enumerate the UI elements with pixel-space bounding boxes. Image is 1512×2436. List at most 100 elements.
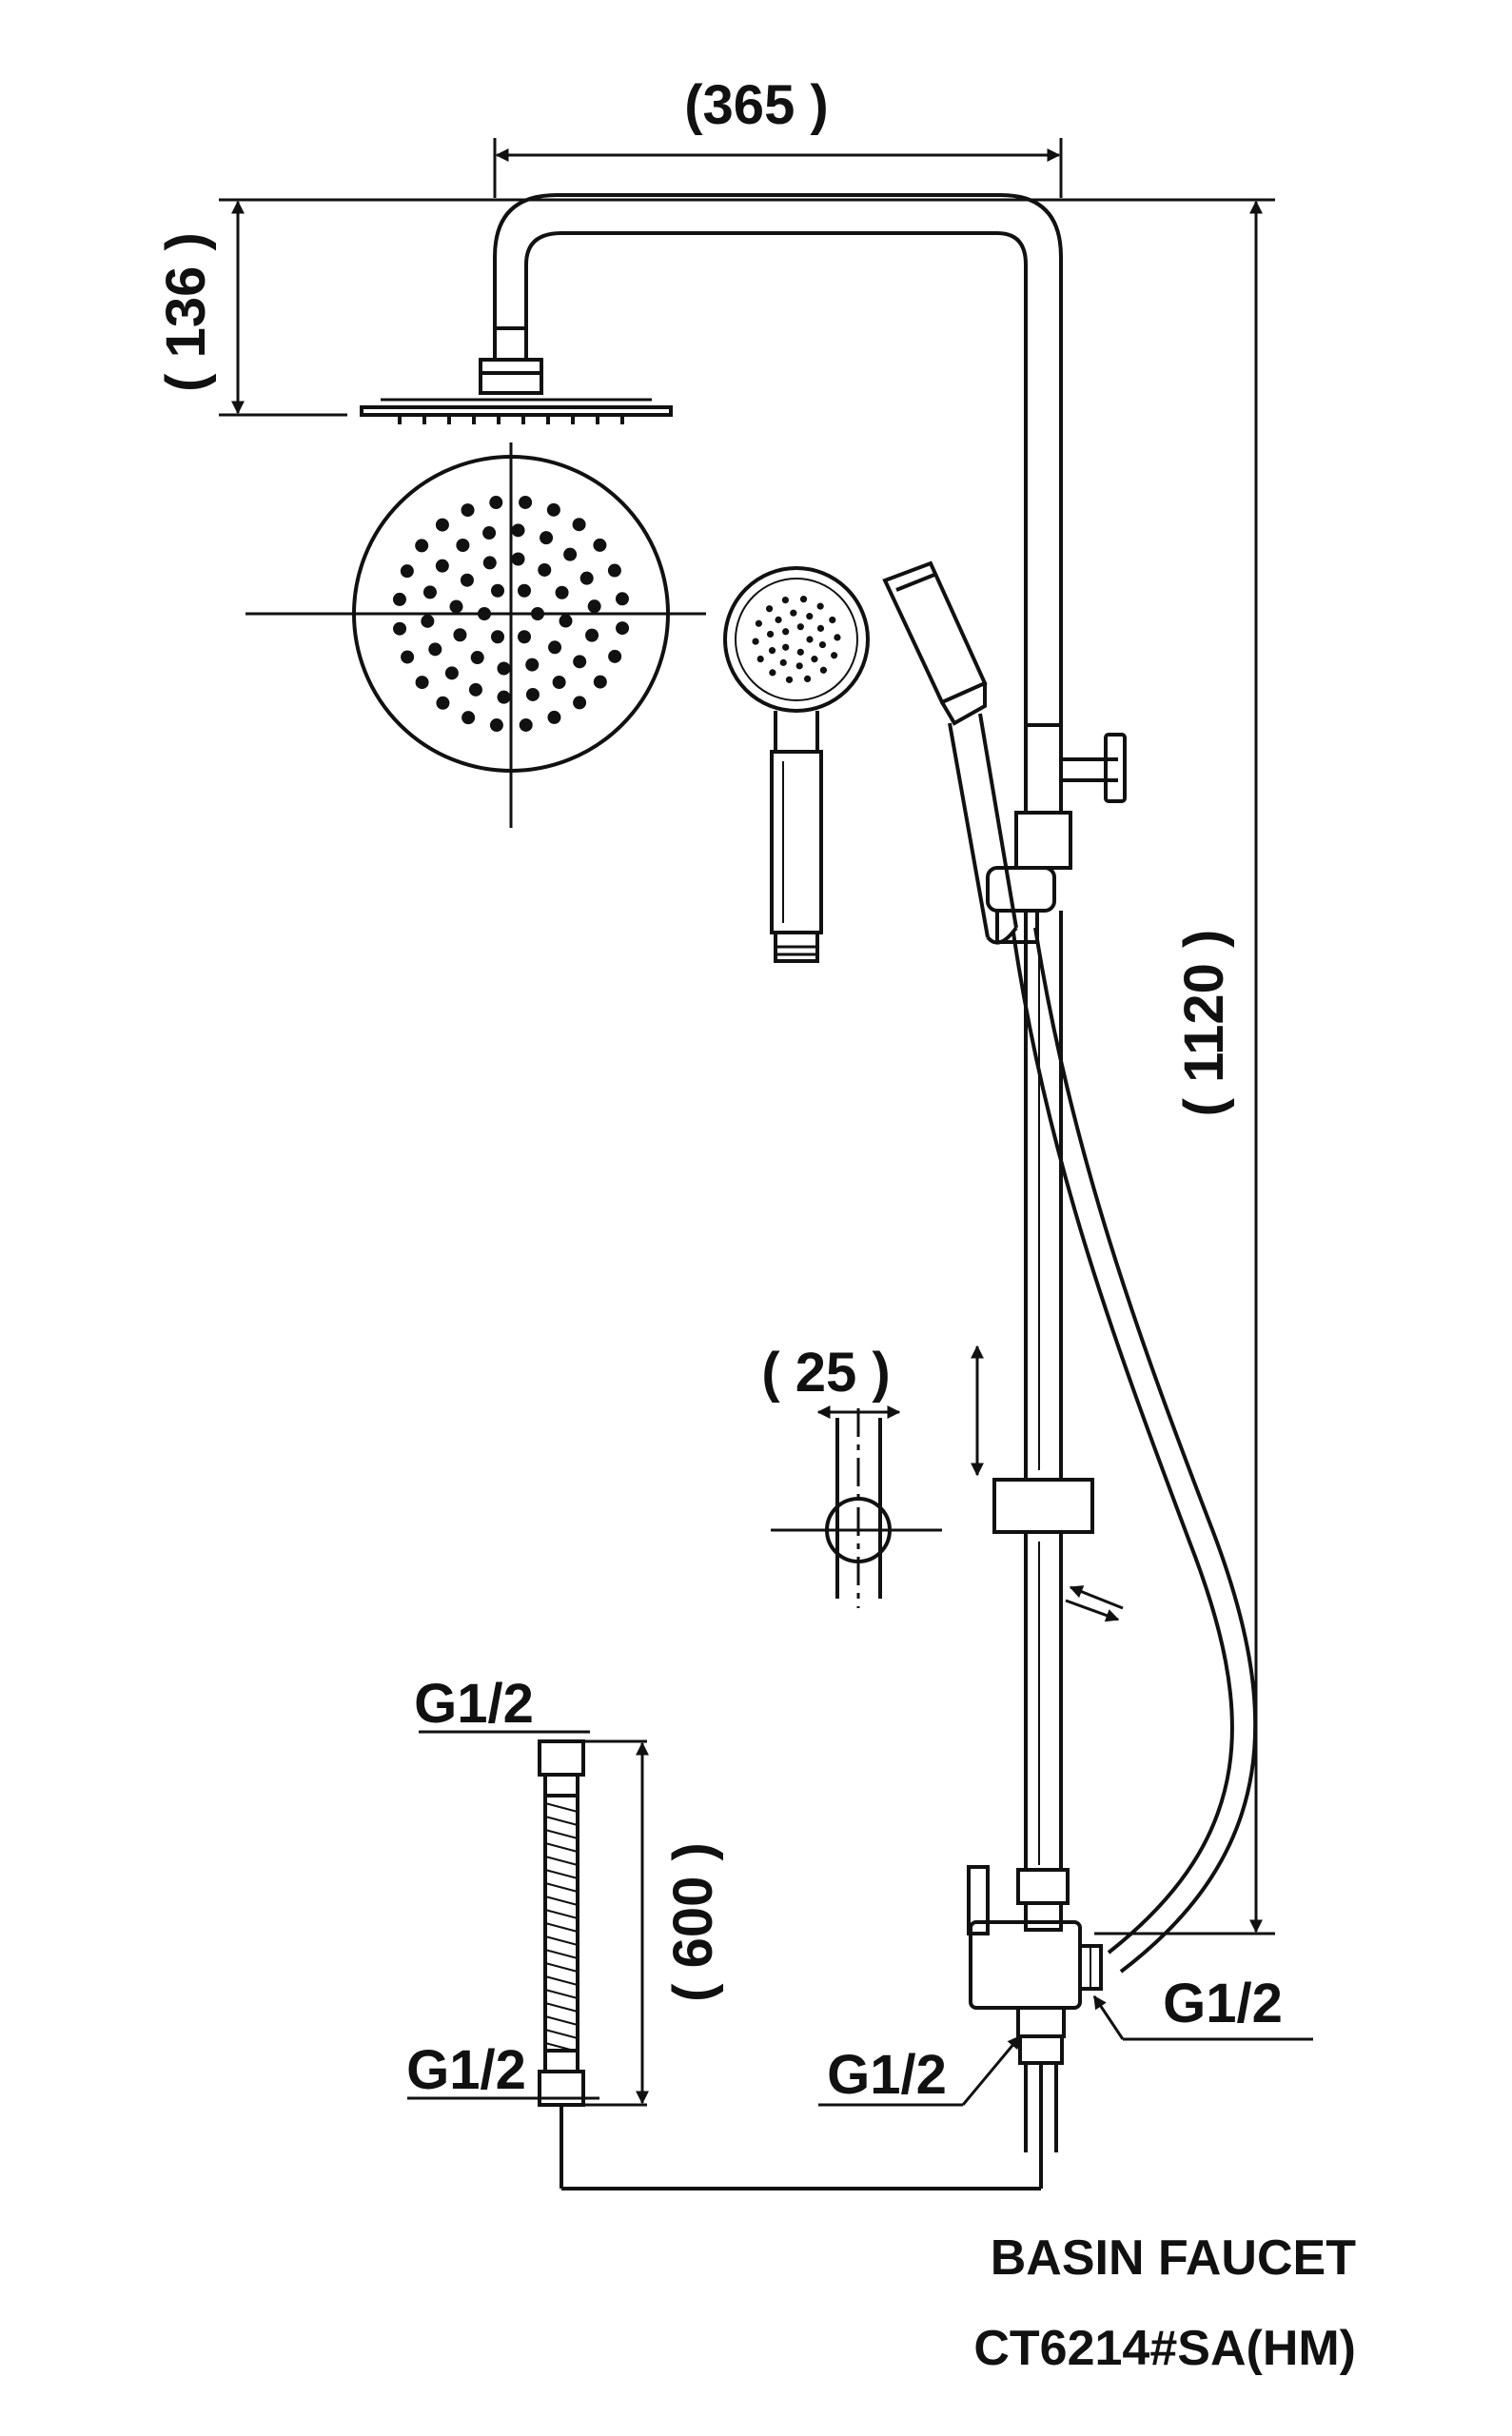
- dimension-25: ( 25 ): [761, 1342, 890, 1404]
- braid-line: [544, 1816, 579, 1826]
- hand-shower-front-view: [723, 566, 870, 963]
- bar-section-detail: [771, 1405, 942, 1608]
- spray-hole: [806, 636, 814, 643]
- spray-hole: [608, 649, 622, 663]
- braid-line: [544, 1882, 579, 1893]
- spray-hole: [393, 621, 407, 636]
- spray-hole: [766, 630, 775, 638]
- spray-hole: [482, 556, 497, 570]
- spray-hole: [593, 675, 607, 689]
- braid-line: [544, 2002, 579, 2013]
- spray-hole: [816, 624, 825, 632]
- spray-hole: [799, 596, 808, 603]
- shower-hose: [1011, 927, 1258, 1974]
- braid-line: [544, 1909, 579, 1919]
- spray-hole: [756, 655, 764, 663]
- spray-hole: [769, 669, 776, 677]
- spray-hole: [795, 662, 803, 670]
- spray-hole: [546, 502, 560, 517]
- spray-hole: [540, 531, 554, 545]
- spray-hole: [428, 642, 442, 657]
- dimension-136: ( 136 ): [155, 198, 1275, 417]
- connection-label-valve-outlet: G1/2: [1092, 1973, 1313, 2041]
- spray-hole: [468, 682, 482, 697]
- spray-hole: [421, 614, 435, 628]
- braid-line: [544, 1802, 579, 1813]
- valve-inlet-thread-label: G1/2: [827, 2044, 947, 2106]
- braid-line: [544, 1842, 579, 1853]
- dimension-1120: ( 1120 ): [1094, 200, 1275, 1935]
- braid-line: [544, 1975, 579, 1986]
- spray-hole: [511, 523, 525, 538]
- dimension-365: (365 ): [493, 74, 1063, 198]
- spray-hole: [453, 628, 467, 642]
- spray-hole: [518, 630, 531, 644]
- dimension-600-label: ( 600 ): [662, 1842, 724, 2002]
- spray-hole: [752, 638, 759, 645]
- spray-hole: [587, 599, 601, 614]
- spray-hole: [585, 628, 599, 642]
- spray-hole: [444, 666, 459, 680]
- shower-head-connector: [479, 326, 543, 395]
- spray-hole: [478, 607, 491, 620]
- spray-hole: [555, 585, 569, 599]
- spray-hole: [489, 496, 503, 510]
- braid-line: [544, 1989, 579, 1999]
- spray-hole: [607, 563, 621, 578]
- hand-shower-holder: [986, 723, 1127, 944]
- spray-hole: [782, 643, 790, 651]
- spray-hole: [519, 495, 533, 509]
- braid-line: [544, 1896, 579, 1906]
- hand-shower-spray-holes: [752, 596, 841, 683]
- spray-hole: [782, 628, 790, 636]
- spray-hole: [811, 656, 818, 663]
- swivel-motion-arrow: [1065, 1585, 1124, 1622]
- caption-product-type: BASIN FAUCET: [991, 2230, 1356, 2286]
- braid-line: [544, 1949, 579, 1959]
- braid-line: [544, 1856, 579, 1866]
- spray-hole: [461, 503, 475, 518]
- spray-hole: [519, 717, 533, 732]
- spray-hole: [422, 585, 437, 599]
- spray-hole: [831, 652, 838, 659]
- connection-label-valve-inlet: G1/2: [818, 2034, 1022, 2107]
- spray-hole: [511, 552, 525, 566]
- spray-hole: [392, 592, 406, 606]
- spray-hole: [491, 583, 504, 598]
- sliding-rail: [992, 911, 1094, 1870]
- spray-hole: [616, 621, 630, 636]
- spray-hole: [818, 640, 827, 649]
- rain-shower-head-top-view: [245, 442, 706, 828]
- spray-hole: [573, 696, 587, 710]
- spray-hole: [790, 609, 797, 617]
- braid-line: [544, 1922, 579, 1933]
- spray-hole: [552, 675, 566, 689]
- spray-hole: [796, 648, 804, 656]
- spray-hole: [401, 650, 415, 664]
- dimension-600: ( 600 ): [585, 1739, 724, 2107]
- caption-model-number: CT6214#SA(HM): [973, 2321, 1356, 2376]
- spray-hole: [456, 539, 470, 553]
- dimension-136-label: ( 136 ): [155, 232, 217, 392]
- spray-hole: [796, 623, 804, 631]
- braid-line: [544, 1935, 579, 1946]
- connection-label-hose-top: G1/2: [414, 1673, 590, 1735]
- connection-label-hose-bottom: G1/2: [406, 2039, 599, 2101]
- hand-shower-side-view: [882, 560, 1018, 945]
- spray-hole: [755, 619, 762, 627]
- spray-hole: [819, 666, 828, 674]
- spray-hole: [497, 690, 511, 704]
- braid-line: [544, 2029, 579, 2039]
- spray-hole: [415, 539, 429, 553]
- spray-hole: [834, 634, 841, 641]
- spray-hole: [525, 658, 540, 672]
- flexible-inlet-hose: [538, 1739, 585, 2107]
- spray-hole: [531, 607, 544, 620]
- spray-hole: [593, 538, 607, 552]
- spray-hole: [572, 518, 586, 532]
- dimension-1120-label: ( 1120 ): [1173, 930, 1235, 1117]
- spray-hole: [573, 655, 587, 669]
- spray-hole: [563, 547, 578, 561]
- rain-head-spray-holes: [392, 495, 630, 733]
